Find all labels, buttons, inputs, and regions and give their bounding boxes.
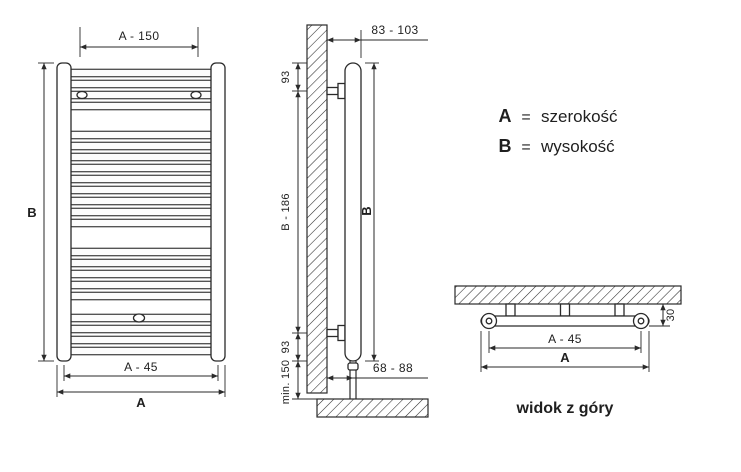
- top-view-caption: widok z góry: [516, 400, 614, 417]
- wall-section-top: [454, 285, 682, 305]
- dim-top-total-width-label: A: [560, 350, 570, 365]
- wall-section: [306, 24, 328, 394]
- right-collector-tube: [210, 62, 226, 362]
- radiator-rungs: [70, 68, 212, 356]
- dim-total-width-label: A: [136, 395, 146, 410]
- dim-bottom-offset-label: 93: [280, 341, 292, 354]
- dim-side-height: B: [359, 62, 379, 362]
- top-view: A - 45 A 30 widok z góry: [454, 285, 682, 417]
- front-view: A - 150 B: [27, 27, 226, 410]
- dim-pipe-wall-distance: 68 - 88: [327, 361, 428, 381]
- dim-top-pipe-spacing: A - 45: [488, 331, 642, 353]
- radiator-side-profile: [344, 62, 362, 362]
- wall-bracket-top: [326, 82, 346, 100]
- dim-top-width-label: A - 150: [119, 29, 160, 43]
- dim-pipe-wall-distance-label: 68 - 88: [373, 361, 413, 375]
- side-view: 83 - 103 93 B - 186 93 min. 150 B: [280, 23, 429, 418]
- dim-height-label: B: [27, 205, 36, 220]
- legend-symbol-b: B: [499, 136, 512, 156]
- legend-label-width: szerokość: [541, 107, 618, 126]
- legend-symbol-a: A: [499, 106, 512, 126]
- dim-floor-clearance-label: min. 150: [280, 360, 292, 405]
- dim-side-height-label: B: [359, 206, 374, 215]
- dim-top-offset-label: 93: [280, 71, 292, 84]
- dim-pipe-spacing: A - 45: [63, 360, 219, 381]
- connection-pipe: [347, 361, 359, 399]
- wall-bracket-bottom: [326, 324, 346, 342]
- dim-top-total-width: A: [480, 331, 650, 372]
- radiator-top-view: [480, 312, 650, 330]
- dim-pipe-spacing-label: A - 45: [124, 360, 158, 374]
- radiator-front: [56, 62, 226, 362]
- dim-depth: 30: [649, 304, 677, 327]
- dim-top-pipe-spacing-label: A - 45: [548, 332, 582, 346]
- dim-bracket-span-label: B - 186: [280, 193, 292, 231]
- left-collector-tube: [56, 62, 72, 362]
- wall-bracket: [559, 303, 571, 317]
- mounting-point-icon: [190, 90, 202, 100]
- legend-equals: =: [521, 109, 530, 126]
- wall-bracket: [614, 303, 625, 317]
- legend: A = szerokość B = wysokość: [499, 106, 619, 156]
- dim-top-width: A - 150: [79, 27, 199, 57]
- dim-vertical-chain: 93 B - 186 93 min. 150: [280, 62, 317, 405]
- dim-depth-label: 30: [665, 309, 677, 322]
- dim-wall-distance-label: 83 - 103: [371, 23, 418, 37]
- mounting-point-icon: [76, 90, 88, 100]
- wall-bracket: [505, 303, 516, 317]
- legend-equals: =: [521, 139, 530, 156]
- floor-section: [316, 398, 429, 418]
- dim-total-width: A: [56, 365, 226, 410]
- dim-height-b: B: [27, 62, 54, 362]
- vent-point-icon: [132, 313, 146, 323]
- legend-label-height: wysokość: [540, 137, 615, 156]
- dim-wall-distance: 83 - 103: [327, 23, 428, 58]
